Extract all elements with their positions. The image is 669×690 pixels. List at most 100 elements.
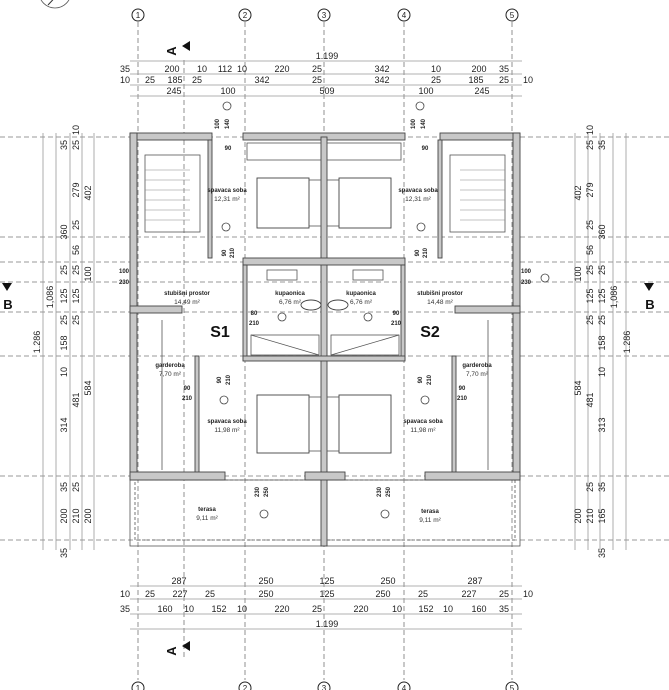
grid-axis-label: 4 (402, 684, 407, 690)
dimension-label: 360 (59, 224, 69, 239)
grid-axis-label: 1 (136, 684, 141, 690)
dimension-label: 25 (71, 482, 81, 492)
dimension-label: 25 (192, 75, 202, 85)
dimension-label: 25 (71, 265, 81, 275)
dimension-label: 35 (597, 140, 607, 150)
dimension-label: 279 (71, 182, 81, 197)
dimension-label: 25 (597, 265, 607, 275)
dimension-label: 10 (237, 604, 247, 614)
opening-tag: 90 (393, 311, 400, 317)
dimension-label: 125 (71, 288, 81, 303)
grid-axis-bubble (238, 681, 252, 690)
dimension-label: 25 (431, 75, 441, 85)
opening-tag: 230 (119, 280, 130, 286)
dimension-label: 10 (597, 367, 607, 377)
dimension-label: 158 (597, 335, 607, 350)
opening-tag: 210 (457, 396, 468, 402)
dimension-label: 1,086 (45, 286, 55, 309)
grid-axis-label: 4 (402, 11, 407, 20)
opening-tag: 230 (521, 280, 532, 286)
dimension-label: 1.199 (316, 619, 339, 629)
grid-axis-bubble (317, 8, 331, 22)
grid-axis-bubble (397, 681, 411, 690)
unit-label-s2: S2 (420, 324, 440, 341)
staircase (144, 154, 201, 233)
grid-axis-label: 3 (322, 684, 327, 690)
dimension-label: 112 (218, 64, 232, 74)
room-area: 12,31 m² (405, 196, 431, 203)
dimension-label: 200 (164, 64, 179, 74)
dimension-label: 125 (585, 288, 595, 303)
dimension-label: 10 (197, 64, 207, 74)
opening-tag: 230 (255, 486, 261, 497)
grid-axis-label: 1 (136, 11, 141, 20)
dimension-label: 25 (312, 604, 322, 614)
opening-tag: 100 (521, 269, 532, 275)
room-name: spavaca soba (207, 188, 247, 194)
dimension-label: 360 (597, 224, 607, 239)
room-area: 11,98 m² (410, 427, 436, 434)
dimension-label: 152 (418, 604, 433, 614)
grid-axis-bubble (505, 8, 519, 22)
dimension-label: 10 (71, 125, 81, 135)
grid-axis-bubble (131, 681, 145, 690)
grid-axis-label: 5 (510, 684, 515, 690)
section-label-b: B (645, 297, 654, 312)
dimension-label: 35 (59, 140, 69, 150)
bed (256, 177, 310, 229)
dimension-label: 245 (474, 86, 489, 96)
dimension-label: 125 (319, 576, 334, 586)
section-marker-a-bottom (182, 641, 190, 651)
dimension-label: 25 (585, 220, 595, 230)
opening-tag: 210 (391, 321, 402, 327)
dimension-label: 158 (59, 335, 69, 350)
dimension-label: 342 (254, 75, 269, 85)
opening-tag: 90 (217, 376, 223, 383)
dimension-label: 160 (157, 604, 172, 614)
dimension-label: 25 (145, 589, 155, 599)
dimension-label: 1.199 (316, 51, 339, 61)
section-marker-a-top (182, 41, 190, 51)
dimension-label: 313 (597, 417, 607, 432)
dimension-label: 250 (258, 576, 273, 586)
dimension-label: 25 (585, 140, 595, 150)
grid-axis-label: 2 (243, 11, 248, 20)
dimension-label: 100 (83, 266, 93, 281)
dimension-label: 220 (274, 604, 289, 614)
room-area: 7,70 m² (159, 371, 182, 378)
section-label-b: B (3, 297, 12, 312)
grid-axis-label: 2 (243, 684, 248, 690)
opening-tag: 100 (215, 118, 221, 129)
room-area: 9,11 m² (196, 515, 218, 522)
dimension-label: 25 (71, 220, 81, 230)
dimension-label: 250 (375, 589, 390, 599)
opening-tag: 90 (222, 249, 228, 256)
dimension-label: 250 (380, 576, 395, 586)
dimension-label: 342 (374, 64, 389, 74)
opening-tag: 90 (184, 386, 191, 392)
walls (129, 132, 521, 547)
room-area: 14,49 m² (174, 299, 200, 306)
grid-axis-bubble (505, 681, 519, 690)
room-area: 9,11 m² (419, 517, 441, 524)
dimension-label: 200 (471, 64, 486, 74)
dimension-label: 35 (120, 64, 130, 74)
dimension-label: 35 (499, 604, 509, 614)
opening-tag: 210 (226, 374, 232, 385)
dimension-label: 1.286 (622, 331, 632, 354)
dimension-label: 35 (59, 482, 69, 492)
dimension-label: 25 (585, 482, 595, 492)
opening-tag: 90 (422, 146, 429, 152)
dimension-label: 185 (167, 75, 182, 85)
dimension-label: 25 (499, 75, 509, 85)
room-area: 7,70 m² (466, 371, 489, 378)
dimension-label: 220 (274, 64, 289, 74)
dimension-label: 35 (120, 604, 130, 614)
grid-axis-bubble (238, 8, 252, 22)
section-marker-b-right (644, 283, 654, 291)
dimension-label: 10 (523, 589, 533, 599)
dimension-label: 1.286 (32, 331, 42, 354)
dimension-label: 10 (59, 367, 69, 377)
dimension-label: 10 (120, 589, 130, 599)
